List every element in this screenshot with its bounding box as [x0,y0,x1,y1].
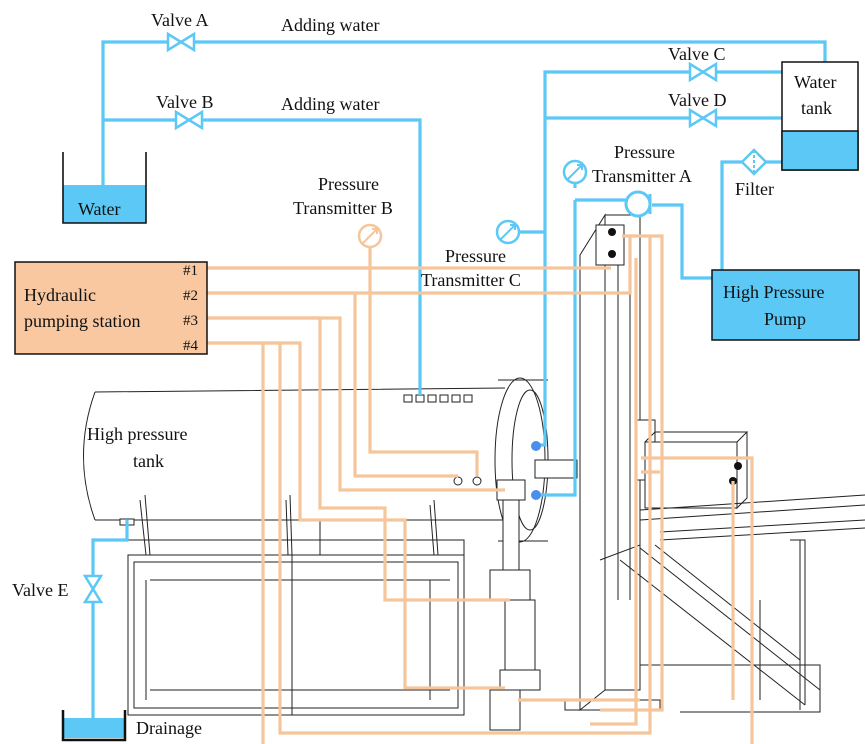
valve-d-icon [690,110,716,126]
pressure-transmitter-c-icon [497,221,519,243]
valve-e-icon [85,576,101,602]
check-valve-icon [626,192,650,216]
label-pt-a-1: Pressure [614,142,675,162]
label-water-container: Water [78,199,121,219]
valve-a-icon [168,34,194,50]
flange-port-upper [531,441,541,451]
label-valve-d: Valve D [668,90,726,110]
label-adding-water-1: Adding water [281,15,379,35]
label-hp-pump-2: Pump [764,309,806,329]
valve-c-icon [690,64,716,80]
pressure-transmitter-a-icon [564,161,586,183]
label-pt-a-2: Transmitter A [592,166,692,186]
label-hp-pump-1: High Pressure [723,282,825,302]
label-valve-a: Valve A [151,10,209,30]
valve-b-icon [176,112,202,128]
label-valve-b: Valve B [156,92,214,112]
label-port-4: #4 [183,338,199,354]
flange-port-lower [531,490,541,500]
high-pressure-tank-endcap [84,392,96,520]
label-valve-e: Valve E [12,580,68,600]
label-port-2: #2 [183,288,198,304]
label-hps-1: Hydraulic [24,285,96,305]
label-filter: Filter [735,179,774,199]
pressure-transmitter-b-icon [359,225,381,247]
tank-top-nozzles [404,395,472,402]
label-valve-c: Valve C [668,44,726,64]
filter-icon [742,150,766,174]
label-port-3: #3 [183,313,198,329]
label-hps-2: pumping station [24,311,141,331]
label-port-1: #1 [183,263,198,279]
label-water-tank-2: tank [801,98,832,118]
label-hp-tank-2: tank [133,451,164,471]
hydraulic-pumping-station [15,262,207,354]
label-adding-water-2: Adding water [281,94,379,114]
label-pt-b-1: Pressure [318,174,379,194]
label-pt-c-2: Transmitter C [421,270,521,290]
label-pt-b-2: Transmitter B [293,198,393,218]
water-piping [93,42,825,720]
label-hp-tank-1: High pressure [87,424,187,444]
high-pressure-pump [712,270,859,340]
label-pt-c-1: Pressure [445,246,506,266]
support-frame [128,495,464,715]
label-water-tank-1: Water [794,72,837,92]
label-drainage: Drainage [136,718,202,738]
